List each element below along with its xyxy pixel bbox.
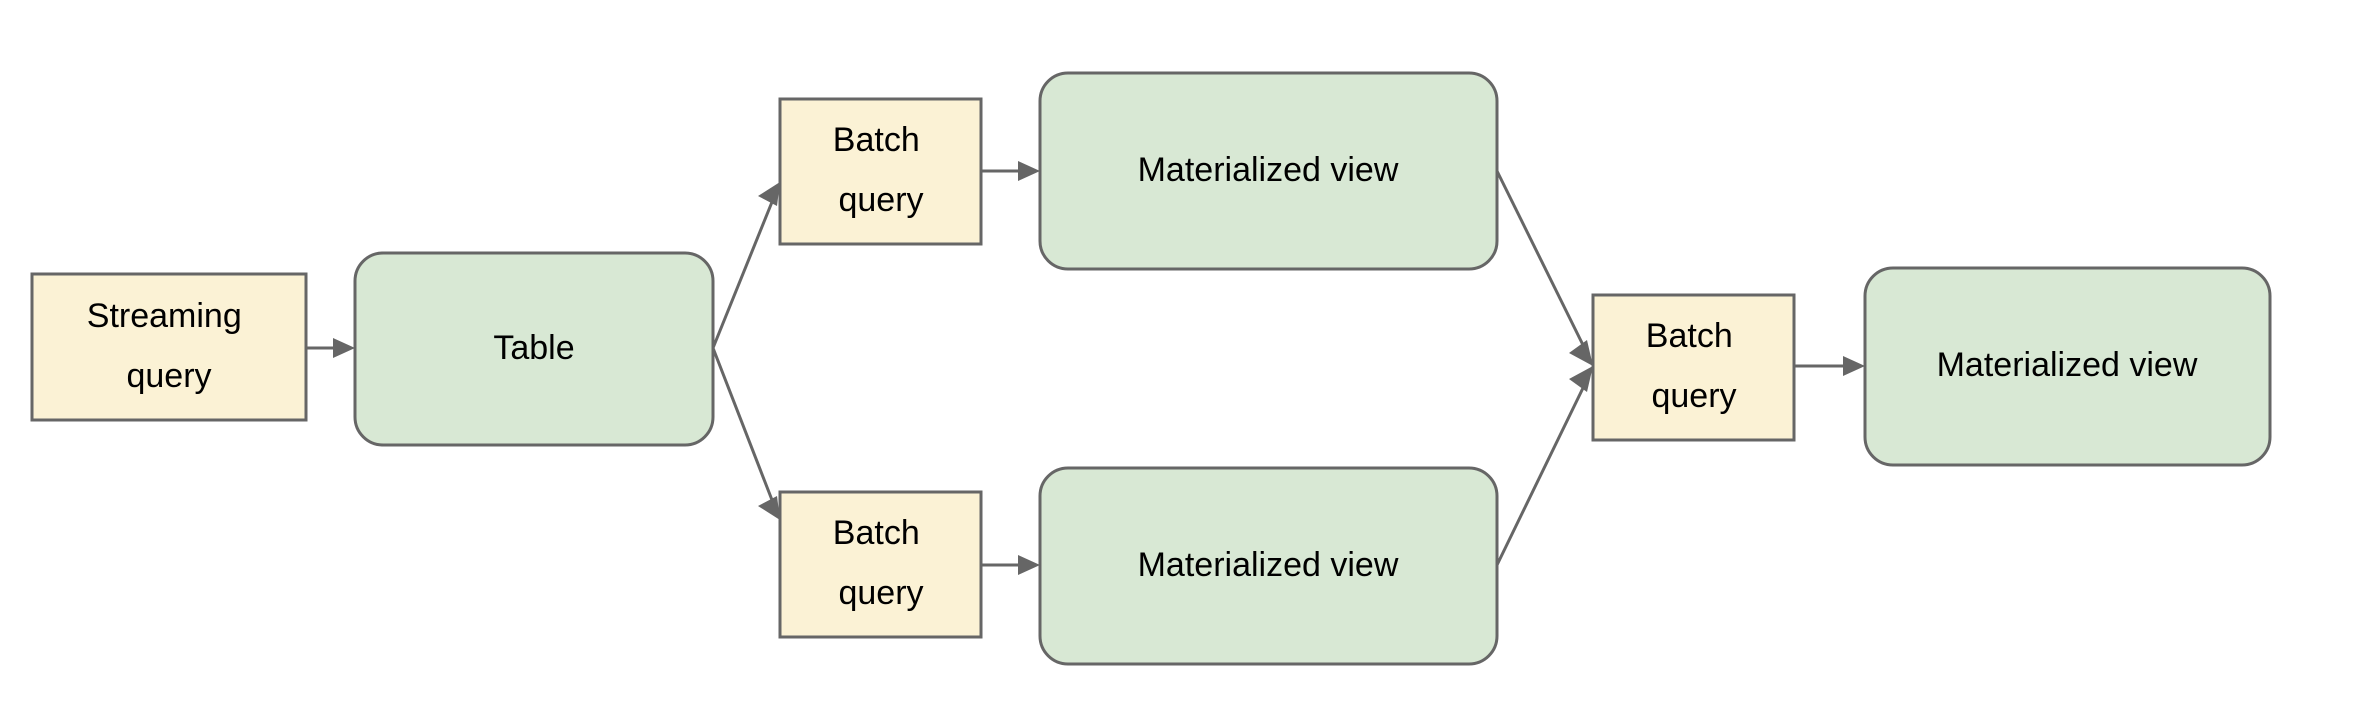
node-batch-query-bottom-label: Batch query: [833, 514, 929, 612]
node-batch-query-top-shape: [778, 97, 983, 246]
edge-table-to-batch-query-top[interactable]: [711, 182, 780, 349]
node-batch-query-merge[interactable]: Batch query: [1591, 293, 1796, 442]
node-streaming-query-label: Streaming query: [87, 297, 251, 395]
node-materialized-view-final[interactable]: Materialized view: [1863, 266, 2272, 467]
edge-table-to-batch-query-bottom[interactable]: [711, 347, 780, 520]
node-materialized-view-final-shape: [1863, 266, 2272, 467]
edge-layer: [306, 161, 1865, 575]
arrowhead-icon: [1018, 161, 1040, 181]
node-materialized-view-bottom-shape: [1038, 466, 1499, 666]
arrowhead-icon: [1018, 555, 1040, 575]
edge-materialized-view-top-to-batch-query-merge[interactable]: [1495, 170, 1593, 366]
arrowhead-icon: [333, 338, 355, 358]
node-batch-query-top-label: Batch query: [833, 121, 929, 219]
node-materialized-view-bottom[interactable]: Materialized view: [1038, 466, 1499, 666]
node-materialized-view-bottom-label: Materialized view: [1138, 546, 1399, 584]
edge-streaming-query-to-table[interactable]: [306, 338, 355, 358]
edge-materialized-view-bottom-to-batch-query-merge[interactable]: [1495, 366, 1593, 566]
node-batch-query-merge-shape: [1591, 293, 1796, 442]
node-layer: Streaming query Table Batch query: [30, 71, 2272, 666]
edge-batch-query-bottom-to-materialized-view-bottom[interactable]: [981, 555, 1040, 575]
edge-batch-query-top-to-materialized-view-top[interactable]: [981, 161, 1040, 181]
arrowhead-icon: [1569, 340, 1593, 366]
node-batch-query-top[interactable]: Batch query: [778, 97, 983, 246]
node-batch-query-merge-label: Batch query: [1646, 317, 1742, 415]
node-materialized-view-top[interactable]: Materialized view: [1038, 71, 1499, 271]
arrowhead-icon: [758, 182, 780, 206]
node-table-label: Table: [493, 329, 574, 367]
arrowhead-icon: [1843, 356, 1865, 376]
node-materialized-view-final-label: Materialized view: [1937, 346, 2198, 384]
node-materialized-view-top-shape: [1038, 71, 1499, 271]
arrowhead-icon: [1569, 366, 1593, 392]
node-streaming-query-shape: [30, 272, 308, 422]
node-batch-query-bottom-shape: [778, 490, 983, 639]
node-table[interactable]: Table: [353, 251, 715, 447]
node-streaming-query[interactable]: Streaming query: [30, 272, 308, 422]
node-batch-query-bottom[interactable]: Batch query: [778, 490, 983, 639]
node-materialized-view-top-label: Materialized view: [1138, 151, 1399, 189]
edge-batch-query-merge-to-materialized-view-final[interactable]: [1794, 356, 1865, 376]
arrowhead-icon: [758, 496, 780, 520]
node-table-shape: [353, 251, 715, 447]
